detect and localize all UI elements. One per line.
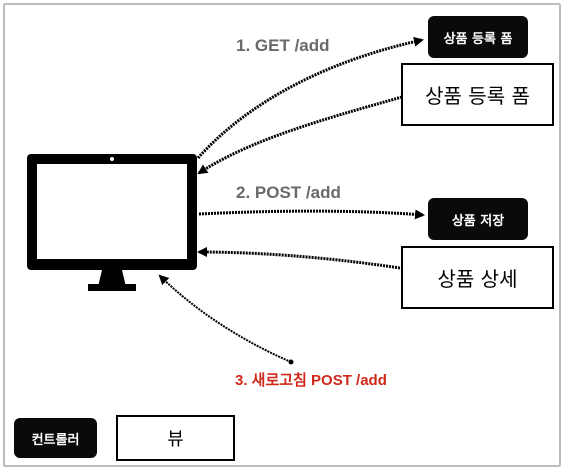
view-form-box: 상품 등록 폼	[401, 63, 554, 126]
legend-controller-label: 컨트롤러	[31, 432, 80, 448]
view-detail-box: 상품 상세	[401, 246, 554, 309]
refresh-origin-dot	[288, 359, 294, 365]
arrow-post-request	[198, 209, 425, 220]
step3-label: 3. 새로고침 POST /add	[235, 372, 387, 389]
arrow-detail-response	[197, 247, 401, 270]
controller-save-label: 상품 저장	[451, 213, 505, 229]
arrow-get-request	[196, 36, 424, 160]
controller-form-label: 상품 등록 폼	[443, 31, 513, 47]
arrow-refresh-request	[158, 274, 292, 363]
step1-label: 1. GET /add	[236, 36, 330, 55]
step2-label: 2. POST /add	[236, 183, 341, 202]
monitor-icon	[27, 154, 197, 291]
arrow-form-response	[197, 95, 403, 175]
legend-view-label: 뷰	[167, 429, 184, 450]
view-form-label: 상품 등록 폼	[425, 84, 530, 108]
view-detail-label: 상품 상세	[437, 267, 518, 291]
legend-view-box: 뷰	[116, 415, 235, 461]
controller-save-box: 상품 저장	[428, 198, 528, 240]
legend-controller-box: 컨트롤러	[14, 418, 97, 458]
controller-form-box: 상품 등록 폼	[428, 16, 528, 58]
